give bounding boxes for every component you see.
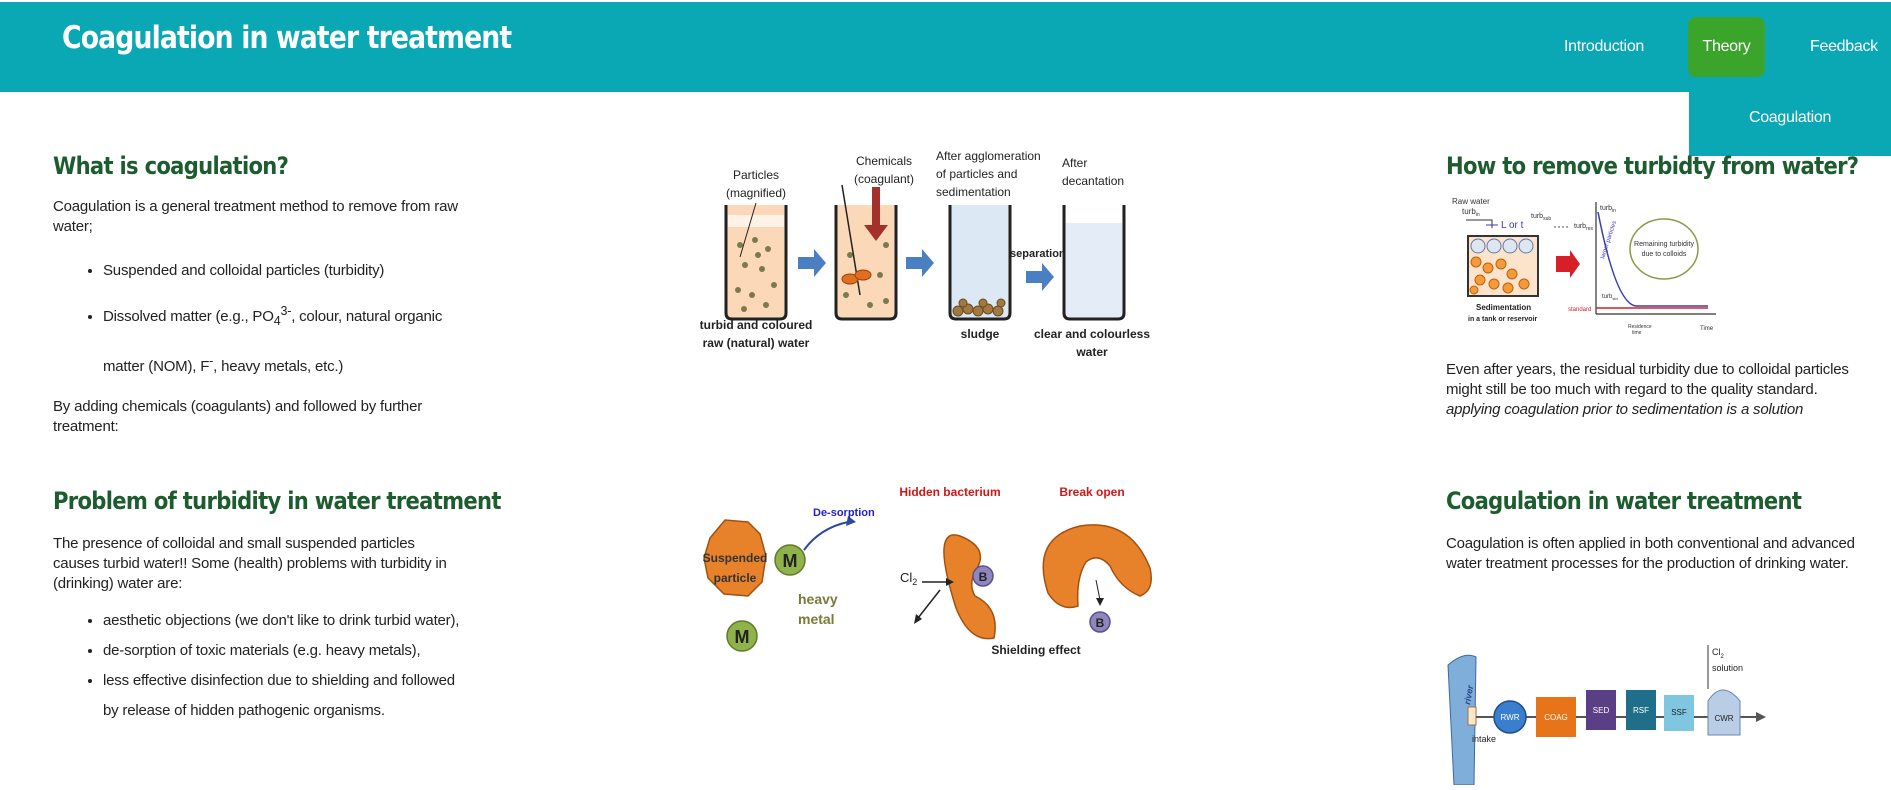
section-text: By adding chemicals (coagulants) and fol… <box>53 398 423 435</box>
svg-text:sludge: sludge <box>961 327 1000 341</box>
list-item: aesthetic objections (we don't like to d… <box>103 606 463 636</box>
svg-text:(magnified): (magnified) <box>726 186 786 200</box>
svg-text:After agglomeration: After agglomeration <box>936 149 1041 163</box>
svg-text:particle: particle <box>714 571 757 585</box>
svg-text:Particles: Particles <box>733 168 779 182</box>
bullet-list: aesthetic objections (we don't like to d… <box>53 606 463 726</box>
nav-feedback[interactable]: Feedback <box>1810 38 1878 55</box>
svg-text:turbstd: turbstd <box>1602 294 1618 301</box>
process-train-figure: river intake RWR COAG SED RSF SSF CWR Cl… <box>1446 645 1776 786</box>
section-problem-of-turbidity: Problem of turbidity in water treatment … <box>53 487 501 726</box>
svg-text:RWR: RWR <box>1501 713 1520 722</box>
svg-text:larger particles: larger particles <box>1600 220 1618 259</box>
section-intro: The presence of colloidal and small susp… <box>53 535 447 592</box>
section-heading: Coagulation in water treatment <box>1446 487 1802 515</box>
section-heading: How to remove turbidty from water? <box>1446 152 1859 180</box>
svg-text:in a tank or reservoir: in a tank or reservoir <box>1468 316 1538 323</box>
turbidity-problems-figure: Suspended particle M M heavy metal De-so… <box>700 478 1160 668</box>
svg-text:COAG: COAG <box>1544 713 1568 722</box>
nav-theory[interactable]: Theory <box>1688 17 1765 77</box>
list-item: de-sorption of toxic materials (e.g. hea… <box>103 636 463 666</box>
svg-text:metal: metal <box>798 611 835 627</box>
svg-text:M: M <box>735 627 750 647</box>
svg-text:standard: standard <box>1568 307 1591 313</box>
svg-text:After: After <box>1062 156 1087 170</box>
section-text: Even after years, the residual turbidity… <box>1446 361 1849 398</box>
svg-text:SSF: SSF <box>1671 708 1687 717</box>
svg-text:raw (natural) water: raw (natural) water <box>703 336 810 350</box>
svg-text:Residence: Residence <box>1628 324 1652 330</box>
section-heading: Problem of turbidity in water treatment <box>53 487 501 515</box>
svg-text:decantation: decantation <box>1062 174 1124 188</box>
svg-text:RSF: RSF <box>1633 706 1649 715</box>
svg-text:of particles and: of particles and <box>936 167 1017 181</box>
svg-text:turbsub: turbsub <box>1531 213 1551 222</box>
svg-text:Suspended: Suspended <box>703 551 768 565</box>
svg-text:separation: separation <box>1010 248 1066 260</box>
svg-text:M: M <box>783 551 798 571</box>
section-coagulation-in-treatment: Coagulation in water treatment Coagulati… <box>1446 487 1866 574</box>
coagulation-stages-figure: Particles (magnified) Chemicals (coagula… <box>700 145 1151 365</box>
svg-text:Raw water: Raw water <box>1452 197 1490 206</box>
sedimentation-diagram: Raw water turbin L or t turbsub turbres … <box>1452 197 1716 336</box>
svg-text:due to colloids: due to colloids <box>1642 251 1687 258</box>
list-item: less effective disinfection due to shiel… <box>103 666 463 726</box>
svg-text:turbin: turbin <box>1600 205 1616 214</box>
svg-text:Cl2: Cl2 <box>900 570 917 587</box>
sedimentation-figure: Raw water turbin L or t turbsub turbres … <box>1446 194 1866 354</box>
svg-text:Shielding effect: Shielding effect <box>991 643 1080 657</box>
svg-text:L or t: L or t <box>1501 220 1524 231</box>
svg-text:clear and colourless: clear and colourless <box>1034 327 1150 341</box>
svg-text:water: water <box>1075 345 1108 359</box>
svg-text:Sedimentation: Sedimentation <box>1476 303 1531 312</box>
coagulation-stages-diagram: Particles (magnified) Chemicals (coagula… <box>700 149 1151 359</box>
svg-text:heavy: heavy <box>798 591 838 607</box>
svg-text:B: B <box>1096 616 1105 630</box>
svg-text:De-sorption: De-sorption <box>813 507 875 519</box>
svg-text:Chemicals: Chemicals <box>856 154 912 168</box>
svg-text:Cl2: Cl2 <box>1712 647 1725 660</box>
svg-text:SED: SED <box>1593 706 1610 715</box>
svg-text:river: river <box>1462 684 1475 705</box>
section-what-is-coagulation: What is coagulation? Coagulation is a ge… <box>53 152 463 437</box>
svg-text:sedimentation: sedimentation <box>936 185 1011 199</box>
svg-text:Break open: Break open <box>1059 485 1124 499</box>
svg-text:turbin: turbin <box>1462 207 1480 218</box>
list-item: Suspended and colloidal particles (turbi… <box>103 251 463 291</box>
list-item: Dissolved matter (e.g., PO43-, colour, n… <box>103 291 463 387</box>
svg-text:CWR: CWR <box>1714 714 1733 723</box>
svg-text:turbid and coloured: turbid and coloured <box>700 318 812 332</box>
section-intro: Coagulation is often applied in both con… <box>1446 535 1855 572</box>
process-train-diagram: river intake RWR COAG SED RSF SSF CWR Cl… <box>1447 645 1766 786</box>
section-intro: Coagulation is a general treatment metho… <box>53 198 458 235</box>
top-navigation-bar: Coagulation in water treatment Introduct… <box>0 2 1891 92</box>
svg-text:Time: Time <box>1700 326 1714 332</box>
svg-text:turbres: turbres <box>1574 223 1594 232</box>
svg-text:intake: intake <box>1472 734 1496 744</box>
svg-text:(coagulant): (coagulant) <box>854 172 914 186</box>
nav-introduction[interactable]: Introduction <box>1564 38 1645 55</box>
section-heading: What is coagulation? <box>53 152 289 180</box>
turbidity-problems-diagram: Suspended particle M M heavy metal De-so… <box>703 485 1152 657</box>
submenu-item-coagulation[interactable]: Coagulation <box>1748 109 1832 126</box>
svg-text:Remaining turbidity: Remaining turbidity <box>1634 241 1694 248</box>
svg-text:solution: solution <box>1712 663 1743 673</box>
section-remove-turbidity: How to remove turbidty from water? Raw w… <box>1446 152 1866 420</box>
site-title: Coagulation in water treatment <box>62 20 512 56</box>
theory-submenu: Coagulation <box>1689 92 1891 156</box>
svg-text:B: B <box>979 570 988 584</box>
section-italic-note: applying coagulation prior to sedimentat… <box>1446 401 1804 418</box>
svg-text:Hidden bacterium: Hidden bacterium <box>899 485 1000 499</box>
bullet-list: Suspended and colloidal particles (turbi… <box>53 251 463 387</box>
svg-text:time: time <box>1632 330 1642 336</box>
